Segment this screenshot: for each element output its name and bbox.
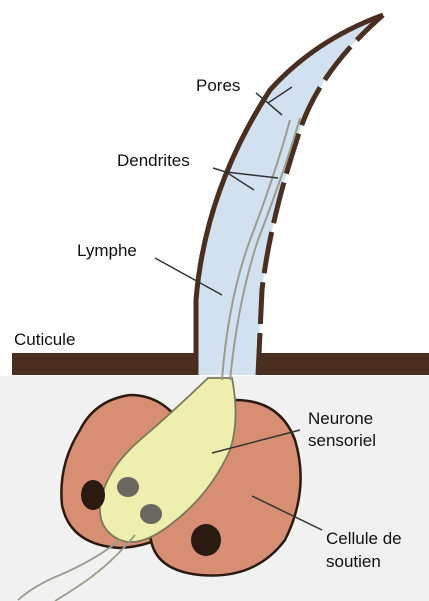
label-neurone-line1: Neurone <box>308 409 373 428</box>
neuron-nucleus-1 <box>117 477 139 497</box>
label-pores: Pores <box>196 76 240 95</box>
label-neurone-line2: sensoriel <box>308 431 376 450</box>
neuron-nucleus-2 <box>140 504 162 524</box>
cuticle-layer-right <box>258 353 429 375</box>
label-cellule-line1: Cellule de <box>326 529 402 548</box>
label-cellule-line2: soutien <box>326 552 381 571</box>
label-lymphe: Lymphe <box>77 241 137 260</box>
support-cell-nucleus-left <box>81 480 105 510</box>
cuticle-layer <box>12 353 194 375</box>
label-dendrites: Dendrites <box>117 151 190 170</box>
label-cuticule: Cuticule <box>14 330 75 349</box>
support-cell-nucleus-right <box>191 524 221 556</box>
